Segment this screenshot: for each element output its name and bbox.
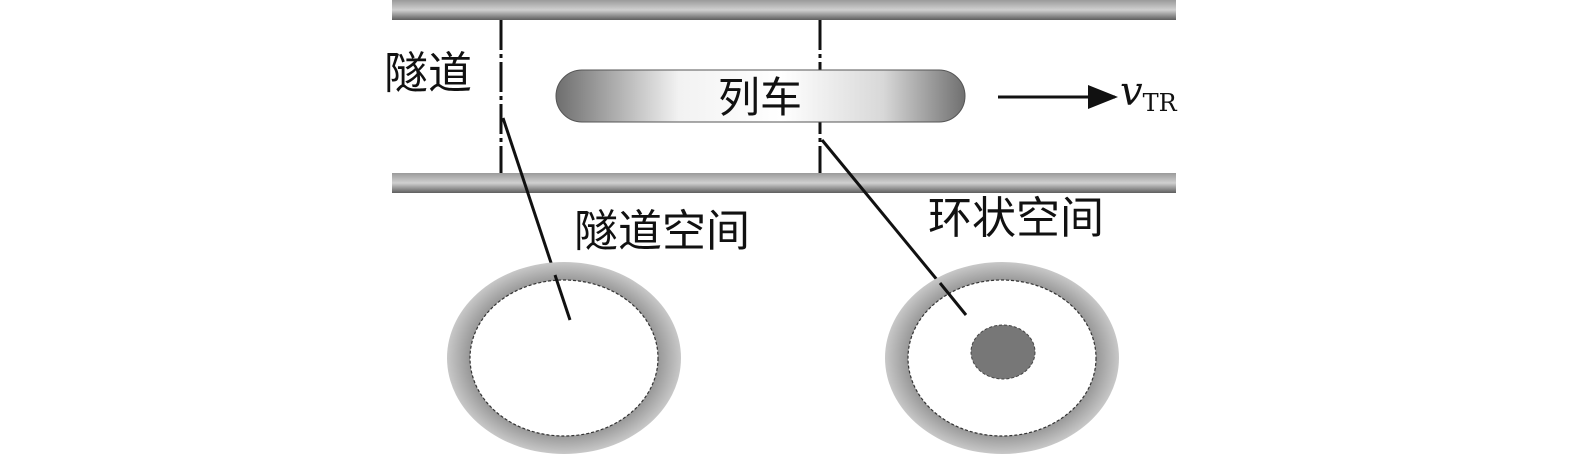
tunnel-label: 隧道	[384, 48, 472, 99]
train-cross-section	[970, 324, 1036, 380]
leader-annular-space-end	[938, 282, 968, 316]
tunnel-bottom-wall	[392, 173, 1176, 193]
tunnel-top-wall	[392, 0, 1176, 20]
tunnel-interior	[469, 279, 659, 437]
velocity-subscript: TR	[1143, 89, 1178, 117]
tunnel-cross-section	[447, 262, 681, 454]
tunnel-space-label: 隧道空间	[574, 206, 750, 257]
velocity-symbol: v	[1120, 69, 1143, 115]
leader-tunnel-space-end	[553, 274, 572, 321]
annular-cross-section	[885, 262, 1119, 454]
annular-space-label: 环状空间	[928, 193, 1104, 244]
train-body	[555, 69, 966, 123]
velocity-label: vTR	[1120, 69, 1178, 117]
train-label: 列车	[718, 73, 802, 122]
